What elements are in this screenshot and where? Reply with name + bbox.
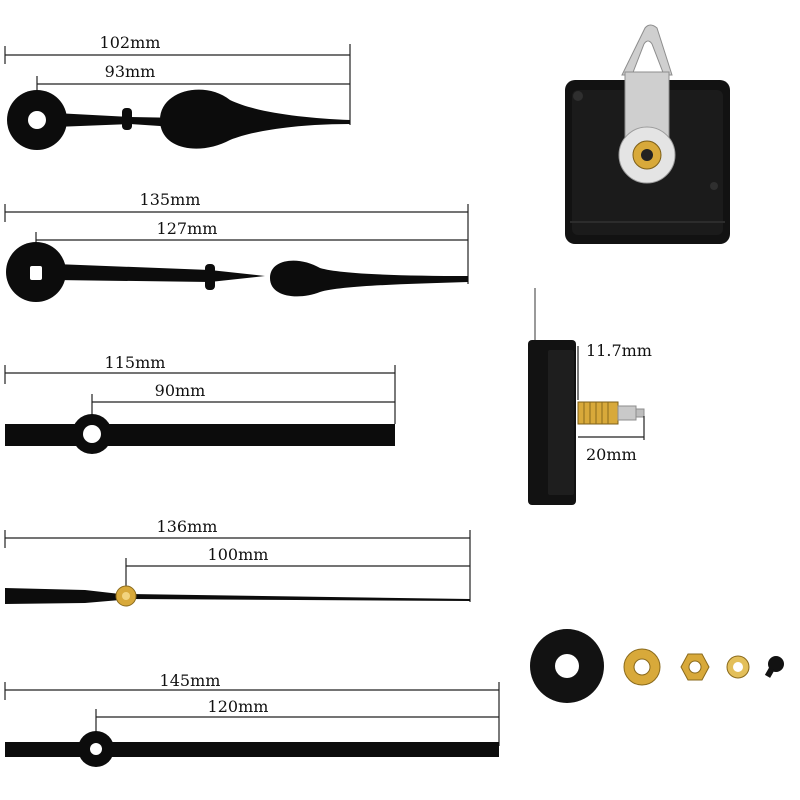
clock-movement-side-view: 11.7mm 20mm — [528, 288, 652, 505]
overall-length-label-1: 102mm — [100, 33, 161, 52]
accessory-parts — [530, 629, 784, 703]
hand-set-4: 136mm 100mm — [4, 517, 471, 607]
dimension-shaft-thread: 11.7mm — [577, 341, 652, 400]
hex-nut-icon — [680, 653, 710, 681]
center-length-label-4: 100mm — [208, 545, 269, 564]
clock-hand-2 — [6, 242, 468, 302]
small-washer-icon — [726, 655, 750, 679]
screw-hole — [573, 91, 583, 101]
clock-hand-1 — [7, 89, 350, 150]
hand-set-3: 115mm 90mm — [4, 353, 396, 454]
center-length-label-3: 90mm — [155, 381, 206, 400]
clock-movement-back-view — [565, 24, 730, 244]
dimension-shaft-length: 20mm — [578, 416, 645, 464]
clock-hand-4 — [5, 585, 470, 607]
hand-set-2: 135mm 127mm — [4, 190, 469, 302]
dimension-center-3: 90mm — [91, 381, 395, 420]
threaded-shaft — [577, 401, 645, 425]
hand-set-5: 145mm 120mm — [4, 671, 500, 767]
dimension-center-2: 127mm — [35, 219, 468, 262]
hand-set-1: 102mm 93mm — [4, 33, 351, 150]
center-shaft — [632, 140, 662, 170]
clock-hand-3 — [5, 414, 395, 454]
dimension-overall-1: 102mm — [4, 33, 351, 125]
rubber-washer-icon — [530, 629, 604, 703]
overall-length-label-4: 136mm — [157, 517, 218, 536]
dimension-overall-4: 136mm — [4, 517, 471, 602]
center-length-label-2: 127mm — [157, 219, 218, 238]
cap-nut-icon — [764, 656, 784, 678]
shaft-length-label: 20mm — [586, 445, 637, 464]
dimension-overall-2: 135mm — [4, 190, 469, 284]
screw-hole — [710, 182, 718, 190]
overall-length-label-5: 145mm — [160, 671, 221, 690]
dimension-center-5: 120mm — [95, 697, 499, 734]
brass-washer-icon — [623, 648, 661, 686]
dimension-overall-3: 115mm — [4, 353, 396, 424]
clock-hand-5 — [5, 731, 499, 767]
dimension-overall-5: 145mm — [4, 671, 500, 746]
center-length-label-5: 120mm — [208, 697, 269, 716]
overall-length-label-3: 115mm — [105, 353, 166, 372]
shaft-thread-length-label: 11.7mm — [586, 341, 652, 360]
center-length-label-1: 93mm — [105, 62, 156, 81]
dimension-center-4: 100mm — [125, 545, 470, 586]
overall-length-label-2: 135mm — [140, 190, 201, 209]
